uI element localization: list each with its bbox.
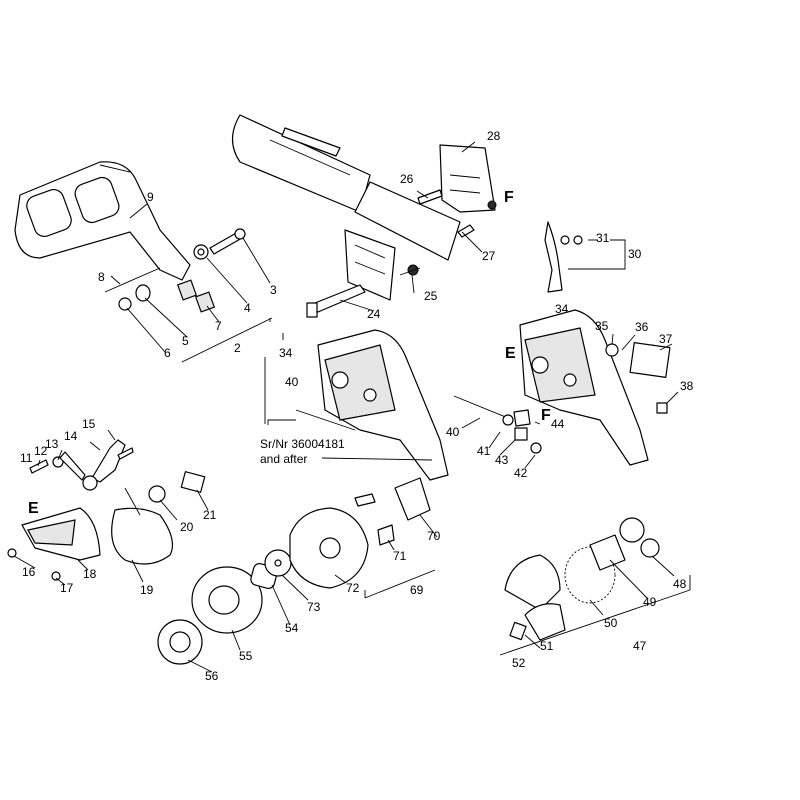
callout-56: 56 xyxy=(205,669,219,683)
callout-30: 30 xyxy=(628,247,642,261)
callout-50: 50 xyxy=(604,616,618,630)
bracket xyxy=(544,221,583,293)
callout-55: 55 xyxy=(239,649,253,663)
clutch-cover-left xyxy=(295,329,449,481)
callout-44: 44 xyxy=(551,417,565,431)
callout-17: 17 xyxy=(60,581,74,595)
callout-7: 7 xyxy=(215,319,222,333)
serial-note-line1: Sr/Nr 36004181 xyxy=(260,437,345,451)
callout-42: 42 xyxy=(514,466,528,480)
callout-15: 15 xyxy=(82,417,96,431)
callout-69: 69 xyxy=(410,583,424,597)
clutch-assembly-right xyxy=(504,517,660,641)
callout-24: 24 xyxy=(367,307,381,321)
leader-lines xyxy=(13,141,691,673)
callout-21: 21 xyxy=(203,508,217,522)
callout-6: 6 xyxy=(164,346,171,360)
callout-20: 20 xyxy=(180,520,194,534)
marker-e-right: E xyxy=(505,345,516,362)
callout-35: 35 xyxy=(595,319,609,333)
callout-9: 9 xyxy=(147,190,154,204)
hand-guard xyxy=(14,161,191,281)
callout-12: 12 xyxy=(34,444,48,458)
guide-bar xyxy=(231,114,461,261)
callout-13: 13 xyxy=(45,437,59,451)
clutch-drum xyxy=(157,549,292,665)
callout-19: 19 xyxy=(140,583,154,597)
callout-48: 48 xyxy=(673,577,687,591)
callout-54: 54 xyxy=(285,621,299,635)
serial-note-line2: and after xyxy=(260,452,307,466)
callout-36: 36 xyxy=(635,320,649,334)
callout-51: 51 xyxy=(540,639,554,653)
callout-27: 27 xyxy=(482,249,496,263)
callout-4: 4 xyxy=(244,301,251,315)
callout-5: 5 xyxy=(182,334,189,348)
callout-34-left: 34 xyxy=(279,346,293,360)
callout-38: 38 xyxy=(680,379,694,393)
callout-49: 49 xyxy=(643,595,657,609)
callout-3: 3 xyxy=(270,283,277,297)
callout-40-left: 40 xyxy=(285,375,299,389)
chain-brake-parts xyxy=(29,439,206,565)
callout-71: 71 xyxy=(393,549,407,563)
side-plate xyxy=(417,144,497,238)
callout-43: 43 xyxy=(495,453,509,467)
callout-40-right: 40 xyxy=(446,425,460,439)
marker-f-right: F xyxy=(541,407,551,424)
callout-28: 28 xyxy=(487,129,501,143)
callout-72: 72 xyxy=(346,581,360,595)
callout-16: 16 xyxy=(22,565,36,579)
callout-14: 14 xyxy=(64,429,78,443)
clutch-cover-right xyxy=(453,309,671,466)
callout-18: 18 xyxy=(83,567,97,581)
callout-52: 52 xyxy=(512,656,526,670)
callout-70: 70 xyxy=(427,529,441,543)
callout-2: 2 xyxy=(234,341,241,355)
callout-37: 37 xyxy=(659,332,673,346)
callout-26: 26 xyxy=(400,172,414,186)
callout-47: 47 xyxy=(633,639,647,653)
callout-labels: 9 8 3 4 7 5 6 2 26 28 F 27 25 24 31 30 3… xyxy=(20,129,694,683)
bar-plate xyxy=(306,229,421,318)
clutch-shoes xyxy=(289,477,431,589)
marker-f-top: F xyxy=(504,189,514,206)
callout-31: 31 xyxy=(596,231,610,245)
callout-8: 8 xyxy=(98,270,105,284)
callout-25: 25 xyxy=(424,289,438,303)
brake-cover xyxy=(7,507,101,581)
callout-11: 11 xyxy=(20,451,33,465)
marker-e-left: E xyxy=(28,500,39,517)
callout-34-right: 34 xyxy=(555,302,569,316)
callout-73: 73 xyxy=(307,600,321,614)
hand-guard-hardware xyxy=(104,228,246,313)
callout-41: 41 xyxy=(477,444,491,458)
